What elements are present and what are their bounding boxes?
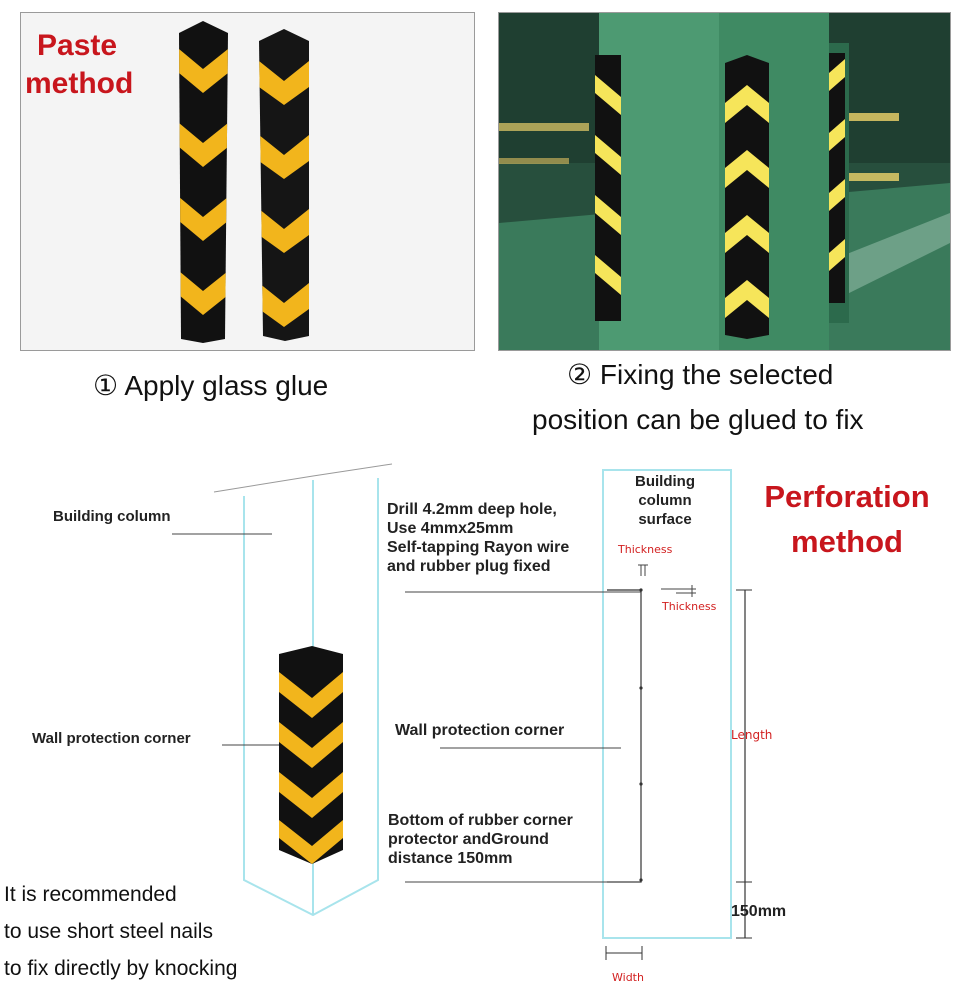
- photo-caption-line1: ② Fixing the selected: [567, 359, 834, 390]
- guard-left: [595, 55, 621, 321]
- nail-recommendation: It is recommended to use short steel nai…: [4, 876, 237, 987]
- photo-caption-line2: position can be glued to fix: [532, 404, 864, 435]
- note-line-3: to fix directly by knocking: [4, 957, 238, 980]
- bottom-line-1: Bottom of rubber corner: [388, 812, 573, 829]
- paste-method-title: Paste method: [25, 27, 133, 103]
- right-guard-outline: [607, 589, 642, 883]
- perforation-title-line1: Perforation: [764, 479, 930, 514]
- drill-line-1: Drill 4.2mm deep hole,: [387, 501, 557, 518]
- left-corner-guard: [279, 646, 343, 864]
- surface-line-2: column: [638, 492, 692, 509]
- drill-line-4: and rubber plug fixed: [387, 558, 551, 575]
- paste-caption: ① Apply glass glue: [93, 370, 329, 401]
- right-column-outline: [602, 469, 732, 939]
- length-label: Length: [731, 728, 773, 742]
- wall-protection-corner-label-left: Wall protection corner: [32, 730, 191, 747]
- surface-line-3: surface: [638, 511, 692, 528]
- garage-scene-image: [499, 13, 950, 350]
- bottom-distance-label: Bottom of rubber corner protector andGro…: [388, 811, 573, 868]
- wall-protection-corner-label-right: Wall protection corner: [395, 722, 565, 739]
- drill-line-3: Self-tapping Rayon wire: [387, 539, 570, 556]
- guard-right: [829, 53, 845, 303]
- drill-line-2: Use 4mmx25mm: [387, 520, 514, 537]
- note-line-1: It is recommended: [4, 883, 177, 906]
- bottom-line-2: protector andGround: [388, 831, 549, 848]
- distance-label: 150mm: [731, 903, 787, 920]
- column-top-edge: [213, 463, 393, 493]
- column-surface-label: Building column surface: [630, 472, 700, 529]
- installation-diagram: [172, 463, 752, 960]
- note-line-2: to use short steel nails: [4, 920, 213, 943]
- corner-guards-image: [179, 21, 309, 343]
- width-label: Width: [612, 971, 644, 984]
- paste-method-title-line2: method: [25, 67, 134, 100]
- guard-middle: [725, 55, 769, 339]
- paste-method-photo: Paste method: [20, 12, 475, 351]
- parking-garage-photo: [498, 12, 951, 351]
- building-column-label: Building column: [53, 508, 171, 525]
- thickness-side-label: Thickness: [662, 600, 717, 613]
- bottom-line-3: distance 150mm: [388, 850, 513, 867]
- perforation-method-title: Perforation method: [752, 474, 942, 564]
- perforation-title-line2: method: [791, 524, 903, 559]
- surface-line-1: Building: [635, 473, 695, 490]
- drill-instructions: Drill 4.2mm deep hole, Use 4mmx25mm Self…: [387, 500, 569, 576]
- thickness-top-label: Thickness: [618, 543, 673, 556]
- paste-method-title-line1: Paste: [37, 29, 118, 62]
